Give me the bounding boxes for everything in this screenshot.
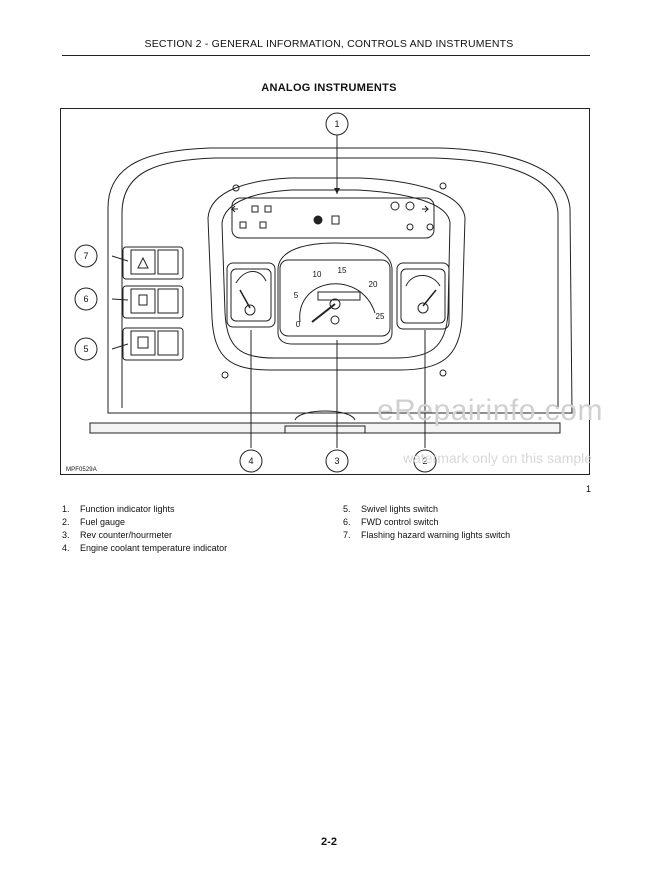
- tacho-tick-10: 10: [313, 270, 322, 279]
- figure-frame: [60, 108, 590, 475]
- callout-5-label: 5: [83, 344, 88, 354]
- legend-left: 1.Function indicator lights 2.Fuel gauge…: [62, 503, 227, 555]
- callout-6: [74, 287, 98, 311]
- tacho-tick-20: 20: [369, 280, 378, 289]
- coolant-temperature-gauge: [226, 262, 276, 328]
- instrument-cluster: [207, 177, 466, 371]
- callout-5: [74, 337, 98, 361]
- callout-3: [325, 449, 349, 473]
- figure-number: 1: [586, 484, 592, 494]
- tacho-tick-0: 0: [296, 320, 301, 329]
- section-header: SECTION 2 - GENERAL INFORMATION, CONTROL…: [144, 38, 514, 50]
- legend-item: 3.Rev counter/hourmeter: [62, 530, 173, 540]
- callout-2: [413, 449, 437, 473]
- fuel-gauge: [396, 262, 450, 330]
- callout-2-label: 2: [422, 456, 427, 466]
- watermark-note: watermark only on this sample: [403, 450, 593, 466]
- callout-4-label: 4: [248, 456, 253, 466]
- dash-housing: [107, 147, 573, 414]
- legend-item: 2.Fuel gauge: [62, 517, 126, 527]
- rev-counter-dial: [329, 298, 341, 310]
- page-number: 2-2: [321, 836, 337, 848]
- legend-item: 5.Swivel lights switch: [343, 504, 439, 514]
- tacho-tick-15: 15: [338, 266, 347, 275]
- tacho-tick-25: 25: [376, 312, 385, 321]
- dash-base: [89, 422, 561, 434]
- figure-id: MPF0529A: [66, 467, 97, 473]
- swivel-lights-switch: [122, 327, 184, 361]
- hazard-switch: [122, 246, 184, 280]
- callout-3-label: 3: [334, 456, 339, 466]
- callout-6-label: 6: [83, 294, 88, 304]
- legend-item: 4.Engine coolant temperature indicator: [62, 543, 228, 553]
- fwd-switch: [122, 285, 184, 319]
- callout-7-label: 7: [83, 251, 88, 261]
- header-rule: [62, 55, 590, 56]
- tacho-tick-5: 5: [294, 291, 299, 300]
- hourmeter: [317, 291, 361, 301]
- indicator-panel: [231, 197, 435, 239]
- watermark-site: eRepairinfo.com: [377, 394, 603, 427]
- callout-1-label: 1: [334, 119, 339, 129]
- legend-item: 1.Function indicator lights: [62, 504, 175, 514]
- page-title: ANALOG INSTRUMENTS: [261, 82, 397, 94]
- callout-7: [74, 244, 98, 268]
- legend-item: 6.FWD control switch: [343, 517, 439, 527]
- callout-1: [325, 112, 349, 136]
- callout-4: [239, 449, 263, 473]
- legend-item: 7.Flashing hazard warning lights switch: [343, 530, 511, 540]
- legend-right: 5.Swivel lights switch 6.FWD control swi…: [343, 503, 510, 542]
- dashboard-illustration: 1 2 3 4 5 6 7 0 5 10 15 20 25: [74, 112, 573, 473]
